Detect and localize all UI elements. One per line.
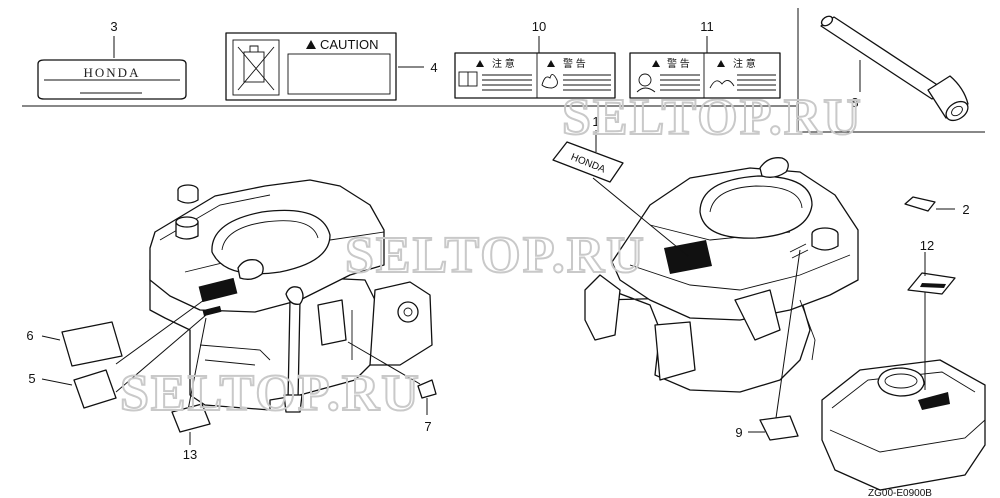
footer-code: ZG00-E0900B <box>868 488 932 498</box>
engine-left <box>149 179 433 413</box>
separator-lines <box>22 8 985 133</box>
warning-11-right-title: 注 意 <box>733 57 756 70</box>
warning-triangle-icon <box>306 40 316 49</box>
decal-part-12[interactable] <box>907 272 956 295</box>
caution-title: CAUTION <box>320 37 379 52</box>
hot-surface-icon <box>709 80 735 89</box>
callout-2: 2 <box>962 202 969 217</box>
watermarks: SELTOP.RU SELTOP.RU SELTOP.RU <box>119 88 863 423</box>
callout-6: 6 <box>26 328 33 343</box>
warning-label-11-part[interactable]: 警 告 注 意 <box>629 52 781 99</box>
warning-10-left-title: 注 意 <box>492 57 515 70</box>
warning-label-10-part[interactable]: 注 意 警 告 <box>454 52 616 99</box>
callout-3: 3 <box>110 19 117 34</box>
honda-decal-part-1[interactable]: HONDA <box>552 141 624 183</box>
warning-11-left-title: 警 告 <box>667 57 690 70</box>
fire-hazard-icon <box>541 74 558 89</box>
caution-label-part[interactable]: CAUTION <box>225 32 397 101</box>
callout-1: 1 <box>592 114 599 129</box>
warning-triangle-icon <box>547 60 555 67</box>
callout-5: 5 <box>28 371 35 386</box>
decal-part-13[interactable] <box>171 403 211 433</box>
callout-10: 10 <box>532 19 546 34</box>
callout-numbers: 3 4 10 11 8 1 2 12 6 5 7 9 13 <box>26 19 969 462</box>
callout-13: 13 <box>183 447 197 462</box>
decal-part-6[interactable] <box>61 321 123 367</box>
decal-part-2[interactable] <box>904 196 936 212</box>
text-lines <box>660 74 776 91</box>
fuel-tank-part <box>821 359 986 491</box>
watermark-bottom: SELTOP.RU <box>120 365 421 422</box>
watermark-top: SELTOP.RU <box>562 89 863 146</box>
warning-triangle-icon <box>717 60 725 67</box>
warning-10-right-title: 警 告 <box>563 57 586 70</box>
manual-book-icon <box>458 71 478 87</box>
callout-7: 7 <box>424 419 431 434</box>
decal-part-7[interactable] <box>417 379 437 399</box>
callout-8: 8 <box>851 95 858 110</box>
decal-part-5[interactable] <box>73 369 117 409</box>
honda-emblem-text: HONDA <box>84 65 141 80</box>
callout-9: 9 <box>735 425 742 440</box>
honda-emblem-part[interactable]: HONDA <box>37 59 187 100</box>
decal-part-9[interactable] <box>759 415 799 441</box>
watermark-middle: SELTOP.RU <box>345 227 646 284</box>
text-lines <box>482 74 611 91</box>
warning-triangle-icon <box>476 60 484 67</box>
callout-11: 11 <box>700 19 714 34</box>
callout-4: 4 <box>430 60 437 75</box>
leader-lines <box>41 36 955 445</box>
engine-right <box>584 157 859 393</box>
warning-triangle-icon <box>652 60 660 67</box>
callout-12: 12 <box>920 238 934 253</box>
exhaust-hazard-icon <box>636 73 656 93</box>
no-fire-icon <box>237 45 275 91</box>
spark-plug-wrench-part[interactable] <box>820 14 972 124</box>
